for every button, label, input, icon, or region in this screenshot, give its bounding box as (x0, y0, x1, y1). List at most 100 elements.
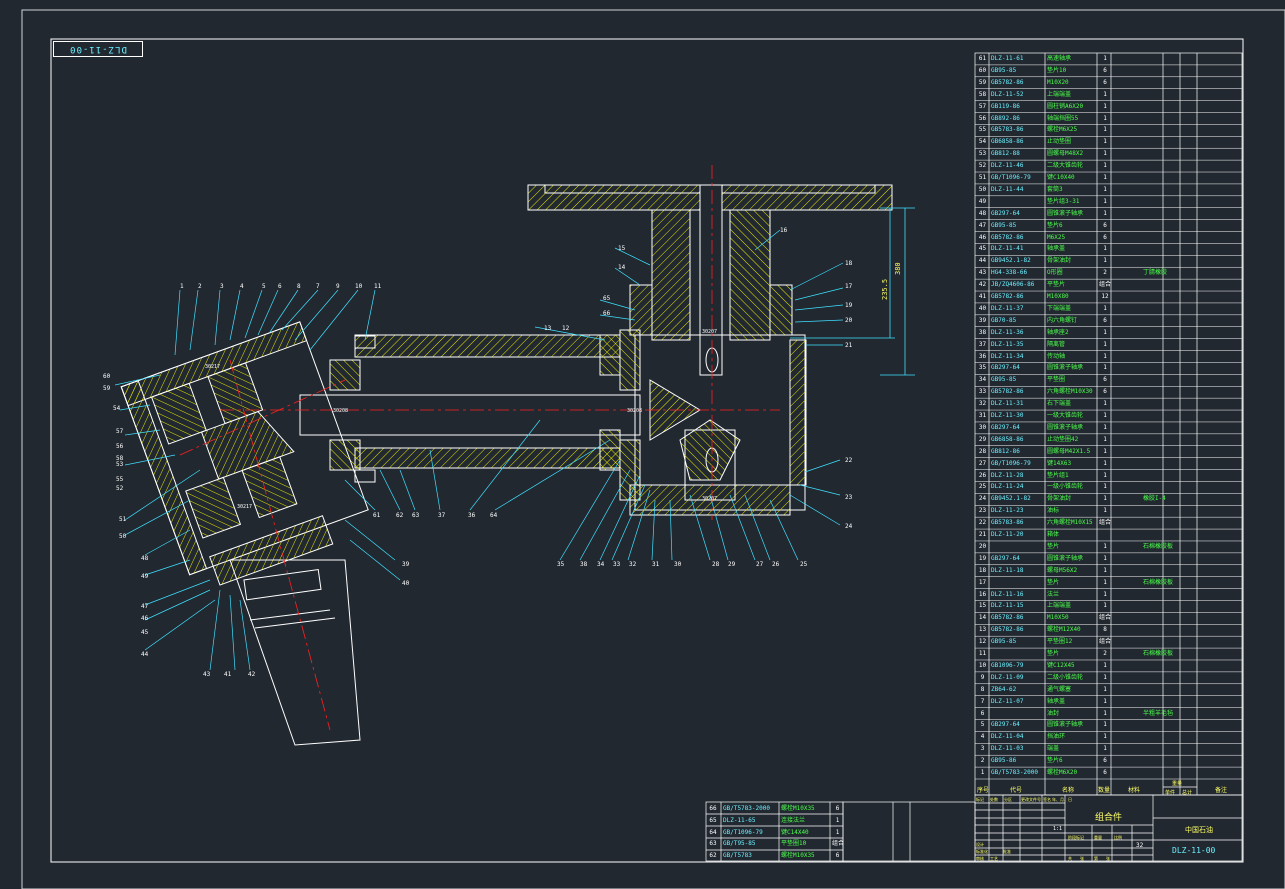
bom-small-cell-code: GB/T95-85 (723, 840, 756, 848)
bom-cell-qty: 1 (1103, 483, 1107, 491)
bom-cell-name: M10X50 (1047, 614, 1069, 622)
bom-cell-code: GB95-85 (991, 376, 1017, 384)
bom-small-cell-no: 62 (709, 852, 717, 860)
bom-cell-name: 垫片 (1047, 542, 1060, 550)
callout-number: 52 (116, 485, 124, 492)
bom-cell-qty: 1 (1103, 673, 1107, 681)
bom-small-cell-name: 螺栓M10X35 (781, 852, 815, 860)
bom-cell-note (1143, 672, 1203, 684)
callout-number: 49 (141, 573, 149, 580)
bom-cell-no: 37 (978, 340, 987, 348)
bom-cell-note (1143, 172, 1203, 184)
bom-cell-note (1143, 303, 1203, 315)
bom-cell-name: 螺栓M12X40 (1047, 626, 1081, 634)
bom-cell-name: 内六角螺钉 (1047, 316, 1078, 324)
bom-cell-no: 43 (978, 269, 987, 277)
bom-cell-code: DLZ-11-36 (991, 328, 1024, 336)
bom-cell-qty: 1 (1103, 602, 1107, 610)
bom-cell-name: 油标 (1047, 507, 1060, 515)
bom-cell-name: 轴承座2 (1047, 328, 1069, 336)
title-block-label: 更改文件号 (1021, 797, 1041, 802)
bom-cell-code: GB5782-86 (991, 293, 1024, 301)
bom-cell-note (1143, 386, 1203, 398)
bom-cell-name: 骨架油封 (1047, 495, 1072, 503)
bom-cell-mat (1113, 172, 1141, 184)
title-block-label: 分区 (1004, 797, 1012, 802)
bom-cell-mat (1113, 160, 1141, 172)
callout-number: 42 (248, 671, 256, 678)
callout-number: 63 (412, 512, 420, 519)
bom-cell-qty: 1 (1103, 745, 1107, 753)
bom-cell-qty: 12 (1101, 293, 1109, 301)
callout-number: 35 (557, 561, 565, 568)
callout-number: 23 (845, 494, 853, 501)
bom-cell-note (1143, 220, 1203, 232)
bom-cell-code: GB5782-86 (991, 388, 1024, 396)
bom-cell-qty: 8 (1103, 626, 1107, 634)
bom-cell-name: 键14X63 (1047, 459, 1072, 467)
callout-number: 58 (116, 455, 124, 462)
bom-cell-mat (1113, 481, 1141, 493)
bom-cell-qty: 1 (1103, 138, 1107, 146)
bom-cell-qty: 6 (1103, 316, 1107, 324)
bom-cell-mat (1113, 541, 1141, 553)
upper-housing (629, 209, 793, 341)
callout-number: 44 (141, 651, 149, 658)
bearing-label: 30207 (702, 496, 717, 502)
bom-header-no: 序号 (977, 787, 990, 794)
bom-cell-no: 42 (978, 281, 987, 289)
bom-small-cell-name: 螺栓M10X35 (781, 805, 815, 812)
bom-cell-name: 通气螺塞 (1047, 685, 1072, 693)
bom-cell-name: 二级小锥齿轮 (1047, 673, 1084, 681)
bom-cell-qty: 组合 (1099, 281, 1111, 289)
bom-cell-qty: 组合 (1099, 519, 1111, 527)
bom-cell-note (1143, 517, 1203, 529)
bom-cell-code: DLZ-11-28 (991, 471, 1024, 479)
bom-cell-no: 10 (978, 661, 987, 669)
bom-cell-qty: 1 (1103, 114, 1107, 122)
bom-cell-code: GB6858-86 (991, 435, 1024, 443)
bom-cell-code: GB5782-86 (991, 233, 1024, 241)
bom-cell-name: 轴端挡圈55 (1047, 114, 1079, 122)
bom-small-cell-no: 66 (709, 805, 717, 812)
bom-cell-name: 一级小锥齿轮 (1047, 483, 1084, 491)
bom-cell-mat (1113, 589, 1141, 601)
bom-cell-note (1143, 315, 1203, 327)
bom-cell-qty: 1 (1103, 55, 1107, 62)
bom-cell-mat (1113, 327, 1141, 339)
bom-cell-qty: 1 (1103, 495, 1107, 503)
bom-cell-mat (1113, 529, 1141, 541)
title-block-label: 设计 (976, 842, 984, 847)
callout-number: 45 (141, 629, 149, 636)
bom-cell-code: DLZ-11-20 (991, 531, 1024, 539)
bom-cell-note: 石棉橡胶板 (1143, 650, 1174, 658)
bom-cell-qty: 1 (1103, 685, 1107, 693)
bom-cell-no: 9 (980, 673, 985, 681)
bom-cell-name: 右下端盖 (1047, 400, 1072, 408)
bom-cell-mat (1113, 458, 1141, 470)
bom-cell-mat (1113, 113, 1141, 125)
bom-cell-no: 22 (978, 519, 987, 527)
bom-cell-mat (1113, 708, 1141, 720)
bom-cell-qty: 1 (1103, 435, 1107, 443)
callout-number: 27 (756, 561, 764, 568)
bom-cell-note (1143, 113, 1203, 125)
bom-cell-no: 45 (978, 245, 987, 253)
bom-cell-qty: 1 (1103, 709, 1107, 717)
callout-number: 54 (113, 405, 121, 412)
callout-number: 39 (402, 561, 410, 568)
callout-number: 33 (613, 561, 621, 568)
bom-cell-code (991, 541, 1045, 553)
bom-cell-name: 平垫片 (1047, 281, 1066, 289)
bom-cell-mat (1113, 243, 1141, 255)
callout-number: 19 (845, 302, 853, 309)
